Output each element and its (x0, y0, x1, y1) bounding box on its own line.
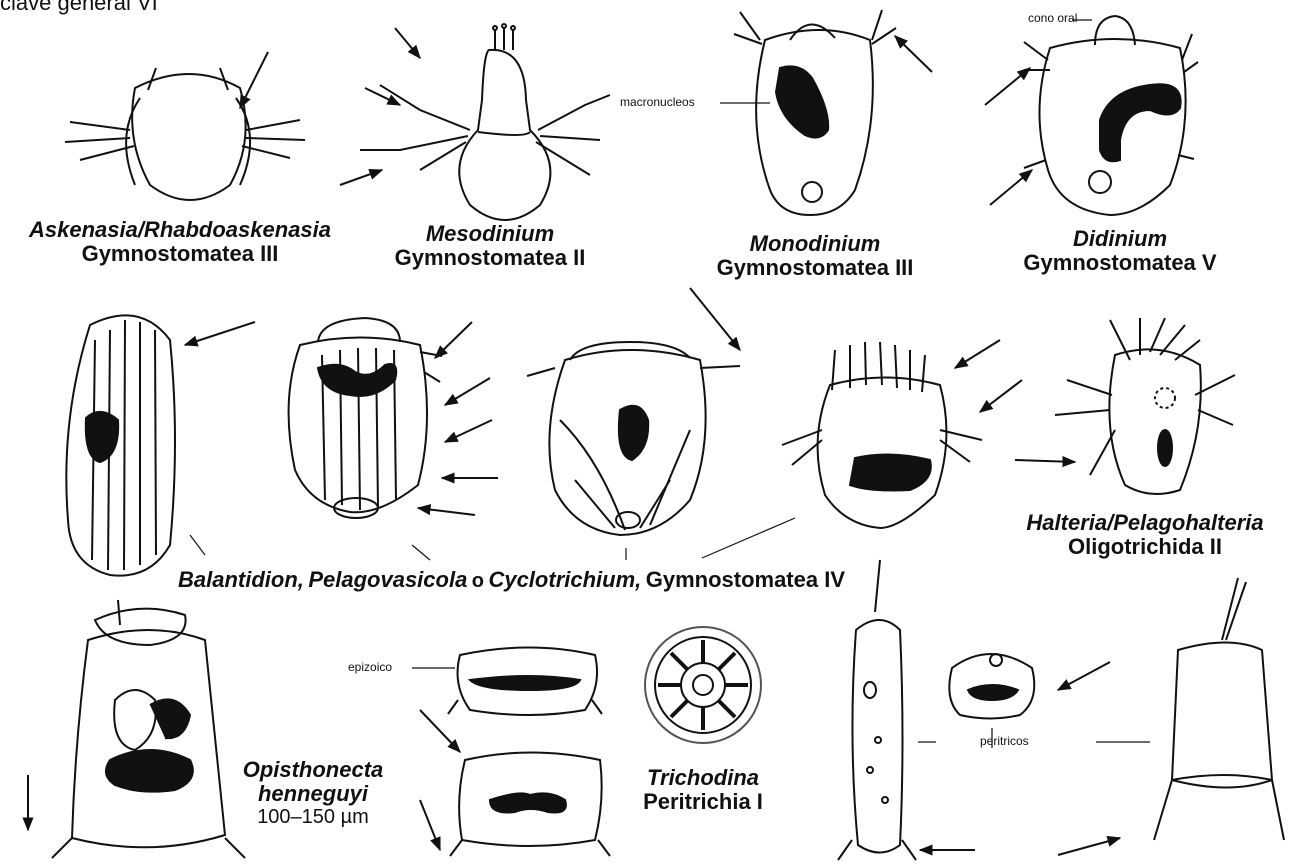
mesodinium-caption: Mesodinium Gymnostomatea II (370, 222, 610, 270)
cyclotrichium-name: Cyclotrichium, (488, 567, 641, 592)
askenasia-group: Gymnostomatea III (10, 242, 350, 266)
trichodina-name: Trichodina (628, 766, 778, 790)
opisthonecta-drawing (28, 600, 245, 858)
opisthonecta-name-line2: henneguyi (228, 782, 398, 806)
trichodina-caption: Trichodina Peritrichia I (628, 766, 778, 814)
mesodinium-name: Mesodinium (370, 222, 610, 246)
peritrichs-label: peritricos (980, 735, 1029, 748)
opisthonecta-caption: Opisthonecta henneguyi 100–150 µm (228, 758, 398, 828)
didinium-name: Didinium (1000, 227, 1240, 251)
opisthonecta-size: 100–150 µm (228, 806, 398, 828)
monodinium-group: Gymnostomatea III (690, 256, 940, 280)
pelagovasicola-name: Pelagovasicola (308, 567, 467, 592)
mesodinium-group: Gymnostomatea II (370, 246, 610, 270)
epizoic-label: epizoico (348, 661, 392, 674)
didinium-caption: Didinium Gymnostomatea V (1000, 227, 1240, 275)
mesodinium-drawing (340, 24, 610, 220)
epizoic-drawing (412, 648, 610, 857)
askenasia-caption: Askenasia/Rhabdoaskenasia Gymnostomatea … (10, 218, 350, 266)
monodinium-name: Monodinium (690, 232, 940, 256)
gymnostomatea-iv-group: Gymnostomatea IV (646, 567, 845, 592)
gymnostomatea-iv-drawing (702, 340, 1022, 558)
balantidion-drawing (66, 315, 255, 575)
didinium-group: Gymnostomatea V (1000, 251, 1240, 275)
halteria-group: Oligotrichida II (1000, 535, 1290, 559)
cyclotrichium-drawing (527, 288, 740, 560)
didinium-drawing (985, 16, 1198, 215)
halteria-caption: Halteria/Pelagohalteria Oligotrichida II (1000, 511, 1290, 559)
pelagovasicola-drawing (289, 318, 498, 560)
balantidion-name: Balantidion, (178, 567, 304, 592)
trichodina-drawing (645, 627, 761, 743)
halteria-drawing (1015, 318, 1235, 494)
telotroch-drawing (949, 654, 1110, 748)
askenasia-name: Askenasia/Rhabdoaskenasia (10, 218, 350, 242)
oral-cone-label: cono oral (1028, 12, 1077, 25)
middle-row-caption: Balantidion, Pelagovasicola o Cyclotrich… (178, 568, 845, 592)
opisthonecta-name-line1: Opisthonecta (228, 758, 398, 782)
macronucleus-label: macronucleos (620, 96, 695, 109)
or-connector: o (472, 570, 484, 592)
trichodina-group: Peritrichia I (628, 790, 778, 814)
monodinium-caption: Monodinium Gymnostomatea III (690, 232, 940, 280)
askenasia-drawing (65, 52, 305, 200)
halteria-name: Halteria/Pelagohalteria (1000, 511, 1290, 535)
lorica-drawing (1058, 578, 1284, 855)
monodinium-drawing (720, 10, 932, 215)
